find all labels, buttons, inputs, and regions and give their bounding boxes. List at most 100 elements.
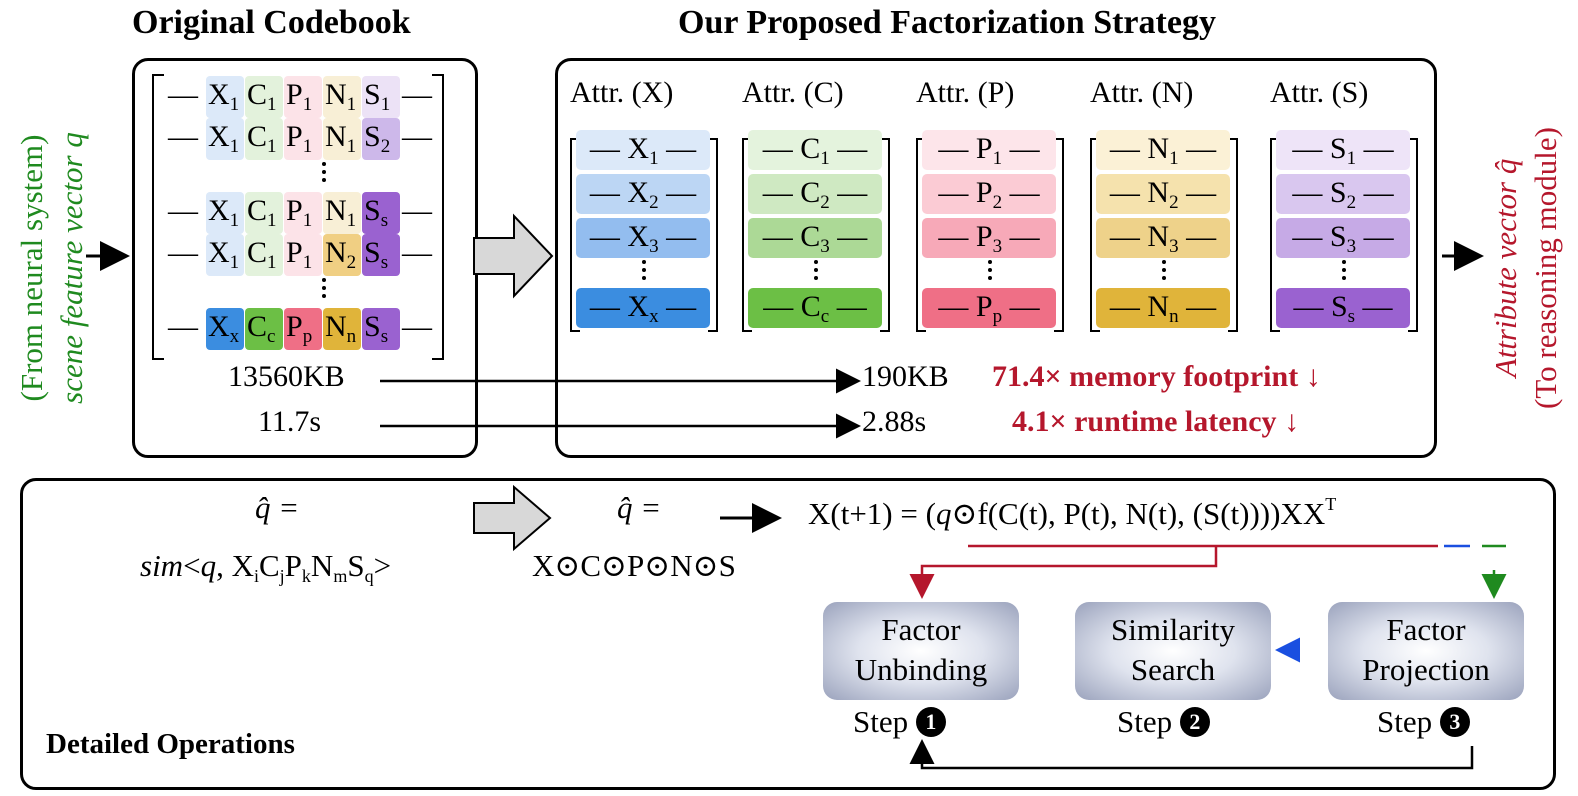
codebook-ellipsis-dot bbox=[322, 178, 326, 182]
codebook-cell-text: P1 bbox=[286, 120, 313, 157]
similarity-search-box: Similarity Search bbox=[1075, 602, 1271, 700]
codebook-row-dash-left: — bbox=[168, 78, 198, 111]
down-arrow-icon: ↓ bbox=[1276, 405, 1300, 438]
attr-right-bracket bbox=[1054, 138, 1064, 332]
attr-right-bracket bbox=[880, 138, 890, 332]
attribute-label-S: Attr. (S) bbox=[1270, 76, 1369, 109]
attribute-label-N: Attr. (N) bbox=[1090, 76, 1194, 109]
time-gain: 4.1× runtime latency ↓ bbox=[1012, 405, 1299, 439]
codebook-cell-text: Cc bbox=[247, 310, 276, 347]
codebook-cell-bg bbox=[284, 192, 322, 234]
memory-gain: 71.4× memory footprint ↓ bbox=[992, 360, 1321, 394]
attr-ellipsis-dot bbox=[1342, 276, 1346, 280]
attr-entry-bg bbox=[1276, 288, 1410, 328]
codebook-cell-text: C1 bbox=[247, 120, 277, 157]
qhat-equation-1: q̂ = bbox=[255, 490, 300, 525]
attr-entry-bg bbox=[922, 174, 1056, 214]
attr-entry-bg bbox=[576, 218, 710, 258]
attr-entry-bg bbox=[922, 130, 1056, 170]
codebook-cell-bg bbox=[362, 234, 400, 276]
codebook-cell-bg bbox=[284, 76, 322, 118]
original-codebook-title: Original Codebook bbox=[132, 4, 411, 41]
codebook-cell-bg bbox=[245, 76, 283, 118]
codebook-row-dash-right: — bbox=[402, 78, 432, 111]
attr-ellipsis-dot bbox=[642, 260, 646, 264]
codebook-cell-bg bbox=[245, 118, 283, 160]
attribute-label-X: Attr. (X) bbox=[570, 76, 674, 109]
codebook-cell-text: S2 bbox=[364, 120, 391, 157]
attr-entry-bg bbox=[576, 174, 710, 214]
factorization-box bbox=[555, 58, 1437, 458]
down-arrow-icon: ↓ bbox=[1298, 360, 1321, 393]
op2-line2: Search bbox=[1130, 652, 1216, 687]
attr-entry-text: — X2 — bbox=[589, 176, 697, 213]
attr-left-bracket bbox=[916, 138, 926, 332]
attr-entry-text: — Xx — bbox=[589, 290, 697, 327]
attr-ellipsis-dot bbox=[988, 276, 992, 280]
attribute-label-P: Attr. (P) bbox=[916, 76, 1015, 109]
attr-entry-text: — P1 — bbox=[938, 132, 1040, 169]
attr-entry-text: — X1 — bbox=[589, 132, 697, 169]
detail-block-arrow bbox=[473, 484, 552, 552]
attr-entry-text: — C2 — bbox=[762, 176, 868, 213]
codebook-cell-text: X1 bbox=[208, 194, 240, 231]
attr-right-bracket bbox=[1228, 138, 1238, 332]
attr-ellipsis-dot bbox=[1162, 268, 1166, 272]
codebook-cell-bg bbox=[323, 308, 361, 350]
attr-ellipsis-dot bbox=[814, 276, 818, 280]
memory-after: 190KB bbox=[862, 360, 949, 393]
attr-entry-text: — Pp — bbox=[938, 290, 1040, 327]
codebook-cell-bg bbox=[245, 192, 283, 234]
attr-entry-text: — P3 — bbox=[938, 220, 1040, 257]
codebook-cell-bg bbox=[245, 234, 283, 276]
attr-entry-bg bbox=[748, 218, 882, 258]
attr-entry-bg bbox=[922, 218, 1056, 258]
attr-entry-text: — Ss — bbox=[1293, 290, 1393, 327]
attr-entry-bg bbox=[1096, 174, 1230, 214]
codebook-cell-text: Xx bbox=[208, 310, 240, 347]
attr-entry-text: — X3 — bbox=[589, 220, 697, 257]
codebook-cell-bg bbox=[323, 118, 361, 160]
attr-ellipsis-dot bbox=[1342, 268, 1346, 272]
attr-ellipsis-dot bbox=[642, 268, 646, 272]
codebook-row-dash-left: — bbox=[168, 194, 198, 227]
codebook-cell-bg bbox=[284, 234, 322, 276]
attr-entry-bg bbox=[576, 288, 710, 328]
attr-ellipsis-dot bbox=[988, 260, 992, 264]
codebook-cell-bg bbox=[206, 234, 244, 276]
attr-ellipsis-dot bbox=[1162, 260, 1166, 264]
codebook-left-bracket bbox=[152, 74, 164, 360]
step-2-text: Step bbox=[1117, 704, 1173, 739]
codebook-cell-bg bbox=[362, 192, 400, 234]
attr-entry-text: — N3 — bbox=[1109, 220, 1217, 257]
codebook-cell-text: Nn bbox=[325, 310, 357, 347]
codebook-right-bracket bbox=[432, 74, 444, 360]
attr-right-bracket bbox=[708, 138, 718, 332]
codebook-cell-text: P1 bbox=[286, 194, 313, 231]
codebook-ellipsis-dot bbox=[322, 278, 326, 282]
attr-entry-bg bbox=[1096, 218, 1230, 258]
step-2-number-icon: 2 bbox=[1179, 707, 1210, 737]
step-3-number-icon: 3 bbox=[1439, 707, 1470, 737]
codebook-ellipsis-dot bbox=[322, 162, 326, 166]
attr-ellipsis-dot bbox=[1342, 260, 1346, 264]
attribute-label-C: Attr. (C) bbox=[742, 76, 844, 109]
transform-block-arrow bbox=[473, 213, 554, 299]
time-gain-text: 4.1× runtime latency bbox=[1012, 405, 1277, 438]
codebook-cell-bg bbox=[323, 234, 361, 276]
codebook-cell-bg bbox=[284, 118, 322, 160]
op3-line1: Factor bbox=[1386, 612, 1466, 647]
op1-line1: Factor bbox=[881, 612, 961, 647]
codebook-cell-text: Ss bbox=[364, 194, 389, 231]
attr-entry-text: — N1 — bbox=[1109, 132, 1217, 169]
codebook-cell-bg bbox=[245, 308, 283, 350]
attr-entry-text: — C1 — bbox=[762, 132, 868, 169]
qhat-equation-2: q̂ = bbox=[617, 490, 662, 525]
codebook-cell-text: Ss bbox=[364, 236, 389, 273]
codebook-cell-text: C1 bbox=[247, 78, 277, 115]
attribute-columns: Attr. (X) — X1 — — X2 — — X3 — — Xx — Attr. (… bbox=[560, 70, 1430, 340]
codebook-cell-text: C1 bbox=[247, 236, 277, 273]
factor-unbinding-box: Factor Unbinding bbox=[823, 602, 1019, 700]
factorization-strategy-title: Our Proposed Factorization Strategy bbox=[678, 4, 1216, 41]
